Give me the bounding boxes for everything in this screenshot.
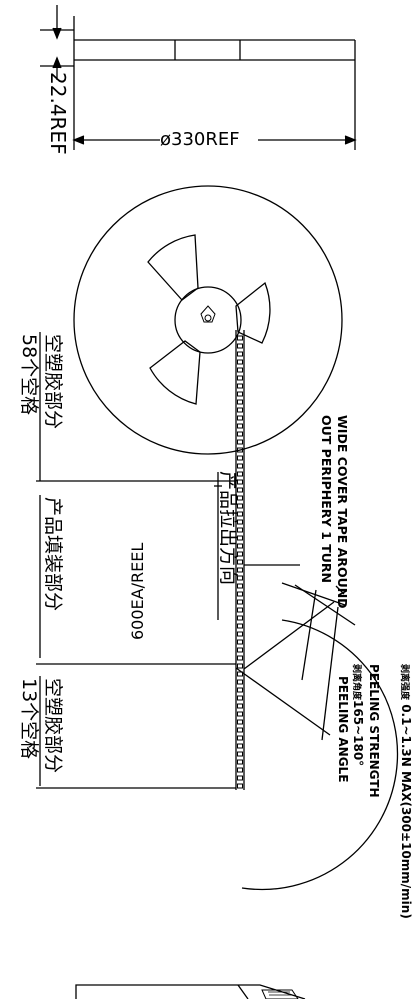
sprocket-hole: [237, 415, 243, 421]
sprocket-hole: [237, 423, 243, 429]
sprocket-hole: [237, 335, 243, 341]
sprocket-hole: [237, 711, 243, 717]
packing-box: [75, 984, 306, 999]
leader-count-label: 58个空格: [18, 334, 40, 416]
peeling-detail: [235, 582, 399, 891]
sprocket-hole: [237, 503, 243, 509]
sprocket-hole: [237, 631, 243, 637]
sprocket-hole: [237, 359, 243, 365]
trailer-empty-label: 空塑胶部分: [42, 678, 64, 774]
sprocket-hole: [237, 775, 243, 781]
sprocket-hole: [237, 479, 243, 485]
sprocket-hole: [237, 599, 243, 605]
section-lines: [36, 332, 236, 789]
sprocket-hole: [237, 527, 243, 533]
reel-window-bottom: [149, 340, 201, 405]
pull-direction-mark: [214, 472, 222, 620]
peeling-angle-value: 165~180°: [351, 700, 365, 767]
cover-tape-note-line2: OUT PERIPHERY 1 TURN: [319, 415, 334, 583]
sprocket-hole: [237, 639, 243, 645]
sprocket-hole: [237, 567, 243, 573]
sprocket-hole: [237, 543, 243, 549]
sprocket-hole: [237, 511, 243, 517]
sprocket-hole: [237, 551, 243, 557]
tape-sprocket-holes: [237, 335, 243, 789]
sprocket-hole: [237, 663, 243, 669]
sprocket-hole: [237, 399, 243, 405]
sprocket-hole: [237, 431, 243, 437]
peeling-strength-value: 0.1~1.3N MAX(300±10mm/min): [399, 704, 413, 919]
sprocket-hole: [237, 751, 243, 757]
sprocket-hole: [237, 559, 243, 565]
sprocket-hole: [237, 575, 243, 581]
cover-tape-note-line1: WIDE COVER TAPE AROUND: [335, 415, 350, 609]
sprocket-hole: [237, 615, 243, 621]
sprocket-hole: [237, 495, 243, 501]
carrier-tape: [235, 330, 300, 790]
sprocket-hole: [237, 375, 243, 381]
sprocket-hole: [237, 719, 243, 725]
peeling-strength-prefix: 剥离强度: [399, 664, 409, 701]
sprocket-hole: [237, 471, 243, 477]
reel-front-view: [73, 185, 343, 455]
quantity-label: 600EA/REEL: [128, 542, 147, 640]
sprocket-hole: [237, 647, 243, 653]
pull-direction-label: 产品拉出方向: [217, 471, 239, 586]
sprocket-hole: [237, 519, 243, 525]
sprocket-hole: [237, 487, 243, 493]
diameter-label: ø330REF: [160, 129, 240, 150]
sprocket-hole: [237, 743, 243, 749]
trailer-count-label: 13个空格: [18, 678, 40, 760]
diameter-dimension: [72, 135, 357, 145]
thickness-label: 22.4REF: [46, 72, 70, 155]
sprocket-hole: [237, 767, 243, 773]
sprocket-hole: [237, 759, 243, 765]
sprocket-hole: [237, 351, 243, 357]
sprocket-hole: [237, 391, 243, 397]
sprocket-hole: [237, 783, 243, 789]
sprocket-hole: [237, 383, 243, 389]
reel-window-top: [147, 234, 199, 301]
sprocket-hole: [237, 439, 243, 445]
sprocket-hole: [237, 583, 243, 589]
sprocket-hole: [237, 735, 243, 741]
sprocket-hole: [237, 679, 243, 685]
sprocket-hole: [237, 455, 243, 461]
sprocket-hole: [237, 591, 243, 597]
thickness-dimension: [40, 5, 74, 80]
sprocket-hole: [237, 655, 243, 661]
sprocket-hole: [237, 727, 243, 733]
reel-side-view: [73, 16, 356, 150]
sprocket-hole: [237, 671, 243, 677]
sprocket-hole: [237, 695, 243, 701]
reel-window-right: [235, 281, 271, 344]
sprocket-hole: [237, 607, 243, 613]
peeling-angle-prefix: 剥离角度: [351, 664, 361, 701]
leader-empty-label: 空塑胶部分: [42, 334, 64, 430]
sprocket-hole: [237, 703, 243, 709]
filled-product-label: 产品填装部分: [42, 497, 64, 612]
sprocket-hole: [237, 367, 243, 373]
sprocket-hole: [237, 623, 243, 629]
sprocket-hole: [237, 535, 243, 541]
sprocket-hole: [237, 447, 243, 453]
sprocket-hole: [237, 407, 243, 413]
peeling-angle-label: PEELING ANGLE: [336, 676, 350, 783]
sprocket-hole: [237, 343, 243, 349]
peeling-strength-line: 剥离强度 0.1~1.3N MAX(300±10mm/min): [399, 664, 413, 919]
peeling-angle-line: 剥离角度165~180°: [351, 664, 365, 767]
sprocket-hole: [237, 687, 243, 693]
peeling-strength-label: PEELING STRENGTH: [367, 664, 381, 798]
sprocket-hole: [237, 463, 243, 469]
